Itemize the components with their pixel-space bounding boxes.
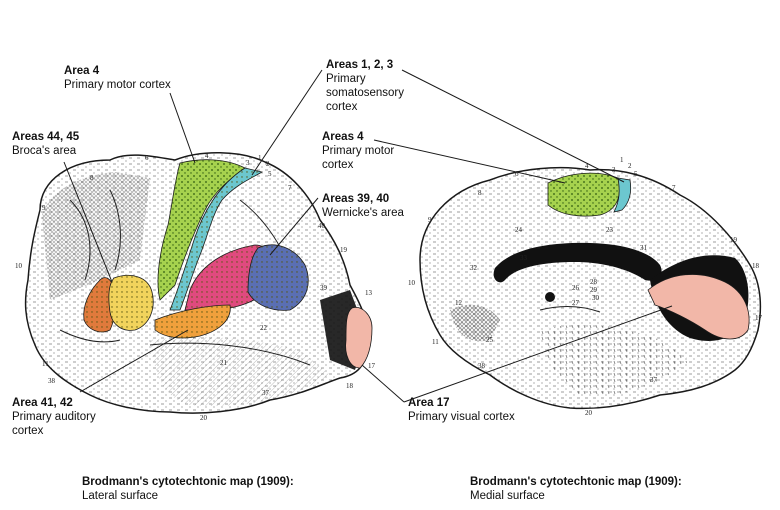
leader-visual-lateral [361, 364, 405, 403]
area-number: 2 [266, 160, 270, 168]
area-number: 37 [262, 389, 270, 397]
area-number: 20 [585, 409, 593, 417]
area-number: 12 [455, 299, 463, 307]
area-number: 19 [730, 236, 738, 244]
label-desc: Broca's area [12, 145, 77, 157]
area-number: 1 [258, 154, 262, 162]
leader-area4-lateral [169, 92, 196, 164]
medial-brain: 6 4 3 1 2 5 7 8 9 10 11 19 18 17 37 38 2… [408, 156, 763, 417]
area-number: 9 [42, 204, 46, 212]
label-title: Areas 39, 40 [322, 193, 390, 205]
area-number: 31 [640, 244, 648, 252]
area-number: 37 [650, 376, 658, 384]
area-number: 40 [318, 222, 326, 230]
leader-broca [63, 161, 113, 283]
label-areas-1-2-3: Areas 1, 2, 3 Primary somatosensory cort… [326, 58, 426, 114]
label-title: Areas 1, 2, 3 [326, 59, 394, 71]
area-number: 32 [470, 264, 478, 272]
area-number: 22 [260, 324, 268, 332]
area-number: 11 [432, 338, 439, 346]
area-number: 23 [606, 226, 614, 234]
area-number: 19 [340, 246, 348, 254]
area-number: 38 [48, 377, 56, 385]
caption-subtitle: Lateral surface [82, 490, 159, 502]
label-desc: Primary auditory cortex [12, 411, 96, 437]
area-number: 27 [572, 299, 580, 307]
area-number: 26 [572, 284, 580, 292]
leader-visual-medial [403, 305, 673, 403]
area-number: 6 [145, 154, 149, 162]
label-desc: Primary motor cortex [322, 145, 395, 171]
area-number: 9 [428, 216, 432, 224]
area-number: 6 [515, 170, 519, 178]
area-number: 18 [752, 262, 760, 270]
label-desc: Wernicke's area [322, 207, 404, 219]
area-number: 10 [408, 279, 416, 287]
area-number: 3 [246, 159, 250, 167]
area-number: 7 [288, 184, 292, 192]
label-area-17: Area 17 Primary visual cortex [408, 396, 515, 424]
corpus-callosum [493, 242, 662, 283]
label-title: Areas 44, 45 [12, 131, 80, 143]
area-number: 4 [205, 152, 209, 160]
label-title: Area 17 [408, 397, 450, 409]
area-number: 28 [590, 278, 598, 286]
area-number: 39 [320, 284, 328, 292]
area-number: 11 [42, 360, 49, 368]
area-number: 29 [590, 286, 598, 294]
area-number: 10 [15, 262, 23, 270]
label-area4-lateral: Area 4 Primary motor cortex [64, 64, 171, 92]
area-number: 18 [346, 382, 354, 390]
leader-wernicke [269, 197, 319, 256]
label-areas-44-45: Areas 44, 45 Broca's area [12, 130, 79, 158]
area-number: 5 [634, 170, 638, 178]
visual-cortex-medial [647, 274, 750, 340]
label-desc: Primary visual cortex [408, 411, 515, 423]
caption-title: Brodmann's cytotechtonic map (1909): [470, 476, 682, 488]
visual-cortex-lateral [345, 307, 373, 369]
label-title: Area 41, 42 [12, 397, 73, 409]
area-number: 4 [585, 162, 589, 170]
area-number: 8 [90, 174, 94, 182]
leader-lines [63, 69, 673, 403]
label-title: Areas 4 [322, 131, 364, 143]
leader-areas123-lateral [251, 69, 323, 176]
label-desc: Primary motor cortex [64, 79, 171, 91]
area-number: 13 [365, 289, 373, 297]
leader-area4-medial [373, 139, 566, 184]
label-areas-4-medial: Areas 4 Primary motor cortex [322, 130, 402, 172]
label-areas-39-40: Areas 39, 40 Wernicke's area [322, 192, 404, 220]
area-number: 33 [520, 254, 528, 262]
label-title: Area 4 [64, 65, 100, 77]
area-number: 30 [592, 294, 600, 302]
area-number: 2 [628, 162, 632, 170]
somatosensory-cortex-medial [613, 177, 632, 213]
area-number: 3 [612, 166, 616, 174]
lateral-area-numbers: 6 4 3 1 2 5 7 8 9 10 11 19 13 17 18 37 3… [15, 152, 376, 422]
caption-medial: Brodmann's cytotechtonic map (1909): Med… [470, 475, 682, 503]
caption-lateral: Brodmann's cytotechtonic map (1909): Lat… [82, 475, 294, 503]
area-number: 20 [200, 414, 208, 422]
area-number: 17 [755, 314, 763, 322]
area-number: 8 [478, 189, 482, 197]
caption-subtitle: Medial surface [470, 490, 545, 502]
label-desc: Primary somatosensory cortex [326, 73, 404, 113]
area-number: 1 [620, 156, 624, 164]
area-number: 24 [515, 226, 523, 234]
area-number: 21 [220, 359, 228, 367]
area-number: 38 [478, 362, 486, 370]
area-number: 7 [672, 184, 676, 192]
lateral-brain: 6 4 3 1 2 5 7 8 9 10 11 19 13 17 18 37 3… [15, 152, 376, 422]
label-area-41-42: Area 41, 42 Primary auditory cortex [12, 396, 102, 438]
medial-area-numbers: 6 4 3 1 2 5 7 8 9 10 11 19 18 17 37 38 2… [408, 156, 763, 417]
area-number: 5 [268, 170, 272, 178]
caption-title: Brodmann's cytotechtonic map (1909): [82, 476, 294, 488]
area-number: 25 [486, 336, 494, 344]
area-number: 17 [368, 362, 376, 370]
leader-areas123-medial [401, 69, 625, 183]
leader-auditory [79, 329, 189, 393]
